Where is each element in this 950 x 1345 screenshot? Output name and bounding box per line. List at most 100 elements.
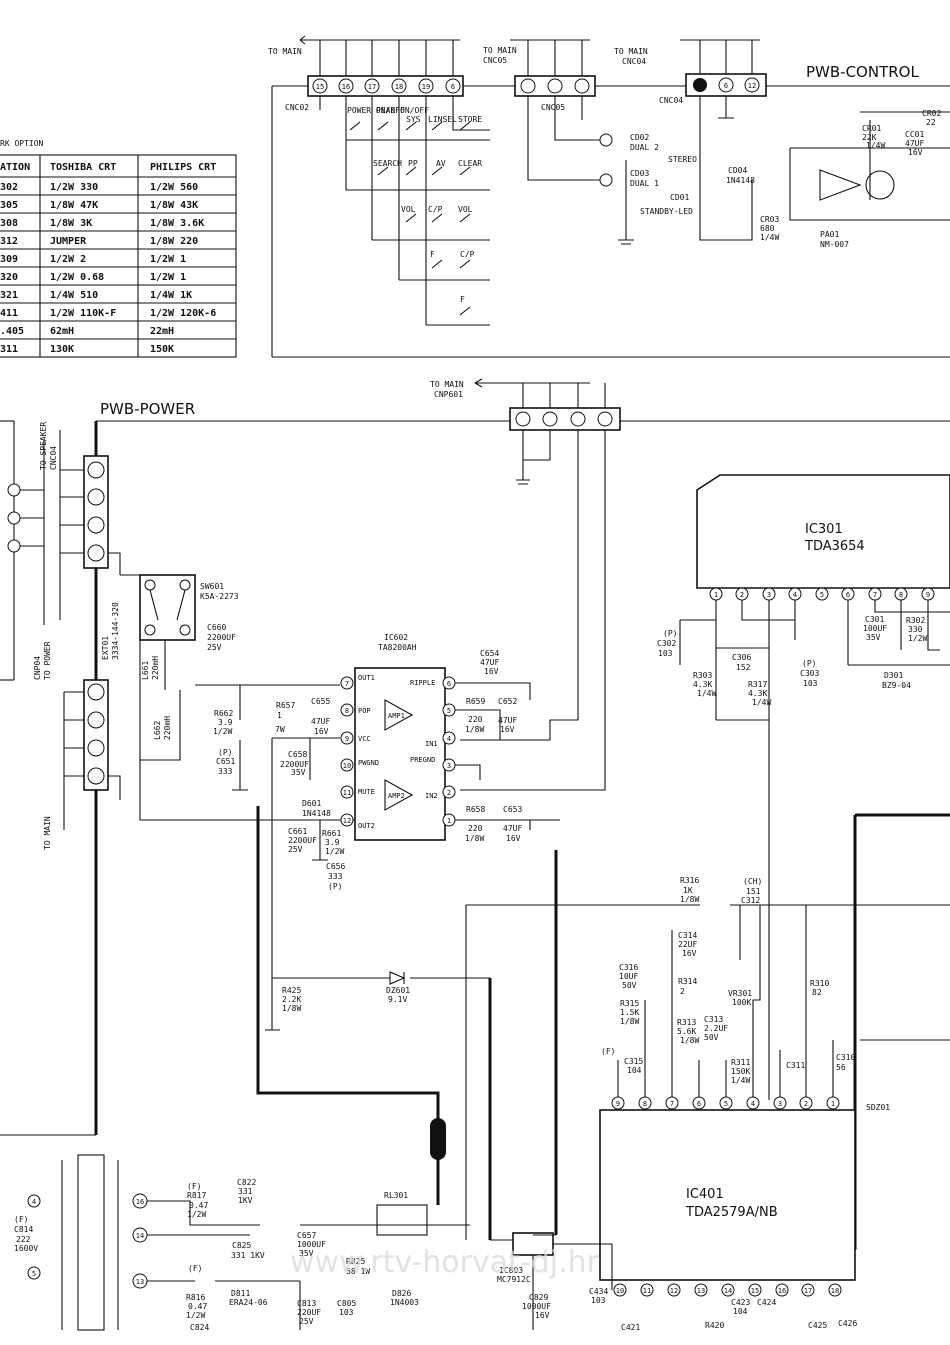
switch-sys: SYS xyxy=(406,115,421,124)
svg-text:2: 2 xyxy=(680,987,685,996)
svg-text:56: 56 xyxy=(836,1063,846,1072)
svg-text:35V: 35V xyxy=(299,1249,314,1258)
svg-text:IN2: IN2 xyxy=(425,792,438,800)
connector-ext01: EXT01 3334-144-320 TO MAIN xyxy=(43,602,121,850)
svg-text:6: 6 xyxy=(447,680,451,688)
svg-text:130K: 130K xyxy=(50,344,74,355)
svg-text:16V: 16V xyxy=(535,1311,550,1320)
cnc04-side-label: CNC04 xyxy=(49,446,58,470)
svg-text:C315: C315 xyxy=(624,1057,643,1066)
svg-text:2: 2 xyxy=(447,789,451,797)
svg-text:411: 411 xyxy=(0,308,18,319)
svg-text:302: 302 xyxy=(0,182,18,193)
key-switch-matrix: POWER ON/OFF PEAK ON/OFF SYS LINSEL STOR… xyxy=(319,96,490,326)
svg-text:1/8W: 1/8W xyxy=(465,725,484,734)
svg-text:15: 15 xyxy=(751,1287,759,1295)
sw601-switch[interactable]: SW601 K5A-2273 xyxy=(120,574,560,821)
cnc04-label: CNC04 xyxy=(659,96,683,105)
svg-text:IC803: IC803 xyxy=(499,1266,523,1275)
svg-text:14: 14 xyxy=(724,1287,732,1295)
svg-text:220: 220 xyxy=(468,715,483,724)
svg-text:PREGND: PREGND xyxy=(410,756,435,764)
pwb-power-section: PWB-POWER TO MAIN CNP601 TO SPEAKER CNC0… xyxy=(0,378,950,1250)
option-table-title: RK OPTION xyxy=(0,139,44,148)
svg-text:333: 333 xyxy=(328,872,343,881)
cnc02-label: CNC02 xyxy=(285,103,309,112)
svg-text:6: 6 xyxy=(846,591,850,599)
svg-text:1/8W 3K: 1/8W 3K xyxy=(50,218,92,229)
svg-text:320: 320 xyxy=(0,272,18,283)
svg-text:C657: C657 xyxy=(297,1231,316,1240)
svg-text:47UF: 47UF xyxy=(480,658,499,667)
svg-text:1/4W 510: 1/4W 510 xyxy=(50,290,98,301)
switch-pp: PP xyxy=(408,159,418,168)
cnc05-label: CNC05 xyxy=(541,103,565,112)
svg-text:(P): (P) xyxy=(663,629,677,638)
svg-text:331 1KV: 331 1KV xyxy=(231,1251,265,1260)
svg-text:C658: C658 xyxy=(288,750,307,759)
svg-text:C423: C423 xyxy=(731,1298,750,1307)
svg-text:47UF: 47UF xyxy=(311,717,330,726)
svg-text:16: 16 xyxy=(342,83,350,91)
svg-text:1000UF: 1000UF xyxy=(297,1240,326,1249)
svg-text:RL301: RL301 xyxy=(384,1191,408,1200)
svg-text:AMP2: AMP2 xyxy=(388,792,405,800)
svg-text:150K: 150K xyxy=(150,344,174,355)
switch-clear: CLEAR xyxy=(458,159,482,168)
svg-text:1/2W 1: 1/2W 1 xyxy=(150,272,186,283)
svg-text:150K: 150K xyxy=(731,1067,750,1076)
svg-text:9: 9 xyxy=(926,591,930,599)
svg-text:4: 4 xyxy=(793,591,797,599)
svg-text:82: 82 xyxy=(812,988,822,997)
svg-text:22UF: 22UF xyxy=(678,940,697,949)
svg-text:10UF: 10UF xyxy=(619,972,638,981)
svg-text:IC602: IC602 xyxy=(384,633,408,642)
svg-text:3.9: 3.9 xyxy=(218,718,233,727)
svg-text:19: 19 xyxy=(422,83,430,91)
svg-text:25V: 25V xyxy=(207,643,222,652)
svg-text:17: 17 xyxy=(804,1287,812,1295)
svg-text:C661: C661 xyxy=(288,827,307,836)
svg-text:OUT1: OUT1 xyxy=(358,674,375,682)
svg-text:2200UF: 2200UF xyxy=(207,633,236,642)
svg-text:311: 311 xyxy=(0,344,18,355)
svg-text:58 1W: 58 1W xyxy=(346,1267,370,1276)
svg-text:R825: R825 xyxy=(346,1257,365,1266)
svg-text:C814: C814 xyxy=(14,1225,33,1234)
svg-text:2200UF: 2200UF xyxy=(288,836,317,845)
svg-text:1N4148: 1N4148 xyxy=(726,176,755,185)
svg-text:VCC: VCC xyxy=(358,735,371,743)
svg-text:22K: 22K xyxy=(862,133,877,142)
svg-text:103: 103 xyxy=(591,1296,606,1305)
svg-text:16V: 16V xyxy=(500,725,515,734)
ic401-bottom-pins: 10 11 12 13 14 15 16 17 18 xyxy=(613,1283,842,1297)
svg-text:NM-007: NM-007 xyxy=(820,240,849,249)
svg-text:220mH: 220mH xyxy=(163,716,172,740)
svg-text:PHILIPS CRT: PHILIPS CRT xyxy=(150,162,216,173)
svg-text:CR03: CR03 xyxy=(760,215,779,224)
svg-text:1/2W 0.68: 1/2W 0.68 xyxy=(50,272,104,283)
svg-text:7: 7 xyxy=(670,1100,674,1108)
svg-text:14: 14 xyxy=(136,1232,144,1240)
svg-text:62mH: 62mH xyxy=(50,326,74,337)
svg-text:1/8W: 1/8W xyxy=(680,1036,699,1045)
svg-text:CR02: CR02 xyxy=(922,109,941,118)
svg-text:1: 1 xyxy=(714,591,718,599)
svg-text:220mH: 220mH xyxy=(151,656,160,680)
svg-text:13: 13 xyxy=(697,1287,705,1295)
svg-text:3: 3 xyxy=(767,591,771,599)
svg-text:2: 2 xyxy=(740,591,744,599)
svg-text:5: 5 xyxy=(447,707,451,715)
svg-text:18: 18 xyxy=(831,1287,839,1295)
svg-text:D826: D826 xyxy=(392,1289,411,1298)
svg-text:3.9: 3.9 xyxy=(325,838,340,847)
svg-text:1K: 1K xyxy=(683,886,693,895)
svg-text:1/4W: 1/4W xyxy=(866,141,885,150)
svg-text:C303: C303 xyxy=(800,669,819,678)
svg-text:1/8W: 1/8W xyxy=(680,895,699,904)
svg-text:220: 220 xyxy=(468,824,483,833)
svg-text:PWGND: PWGND xyxy=(358,759,379,767)
